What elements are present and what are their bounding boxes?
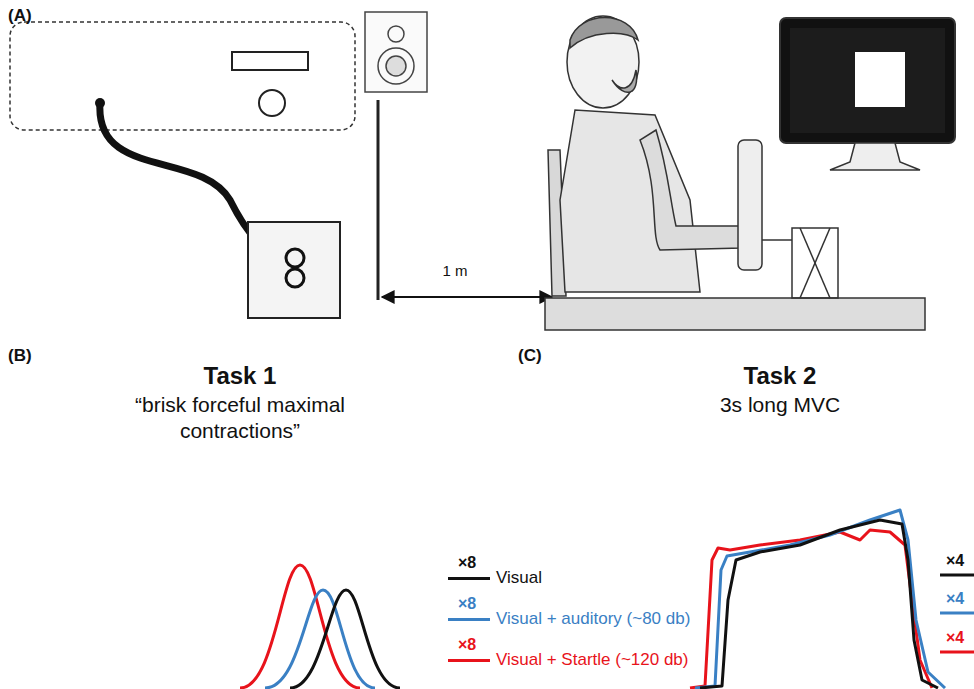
legend-swatch <box>448 618 490 621</box>
barrier-line <box>377 100 380 300</box>
participant-sketch <box>545 16 925 330</box>
legend-text: Visual <box>496 568 542 588</box>
task1-traces <box>240 565 400 688</box>
trial-count: ×8 <box>458 553 476 572</box>
task-title: Task 1 <box>204 362 277 391</box>
task-title: Task 2 <box>744 362 817 391</box>
legend-text: Visual + auditory (~80 db) <box>496 609 690 629</box>
legend-swatch <box>448 659 490 662</box>
legend-text: Visual + Startle (~120 db) <box>496 650 688 670</box>
trial-count: ×8 <box>458 594 476 613</box>
panel-label: (B) <box>8 346 32 366</box>
distance-label: 1 m <box>442 262 467 280</box>
trial-count: ×4 <box>946 551 964 570</box>
task2-legend-lines <box>940 575 974 652</box>
task-subtitle: 3s long MVC <box>720 392 840 417</box>
legend-swatch <box>448 577 490 580</box>
trial-count: ×4 <box>946 628 964 647</box>
trial-count: ×8 <box>458 635 476 654</box>
task-instruction: “brisk forceful maximal contractions” <box>110 392 370 444</box>
distance-arrow <box>382 296 552 298</box>
monitor-icon <box>780 18 955 170</box>
panel-label: (C) <box>518 346 542 366</box>
trial-count: ×4 <box>946 589 964 608</box>
task2-traces <box>690 510 945 688</box>
speaker-icon <box>365 12 427 92</box>
panel-label: (A) <box>8 6 32 26</box>
stimulator-device <box>10 22 355 318</box>
